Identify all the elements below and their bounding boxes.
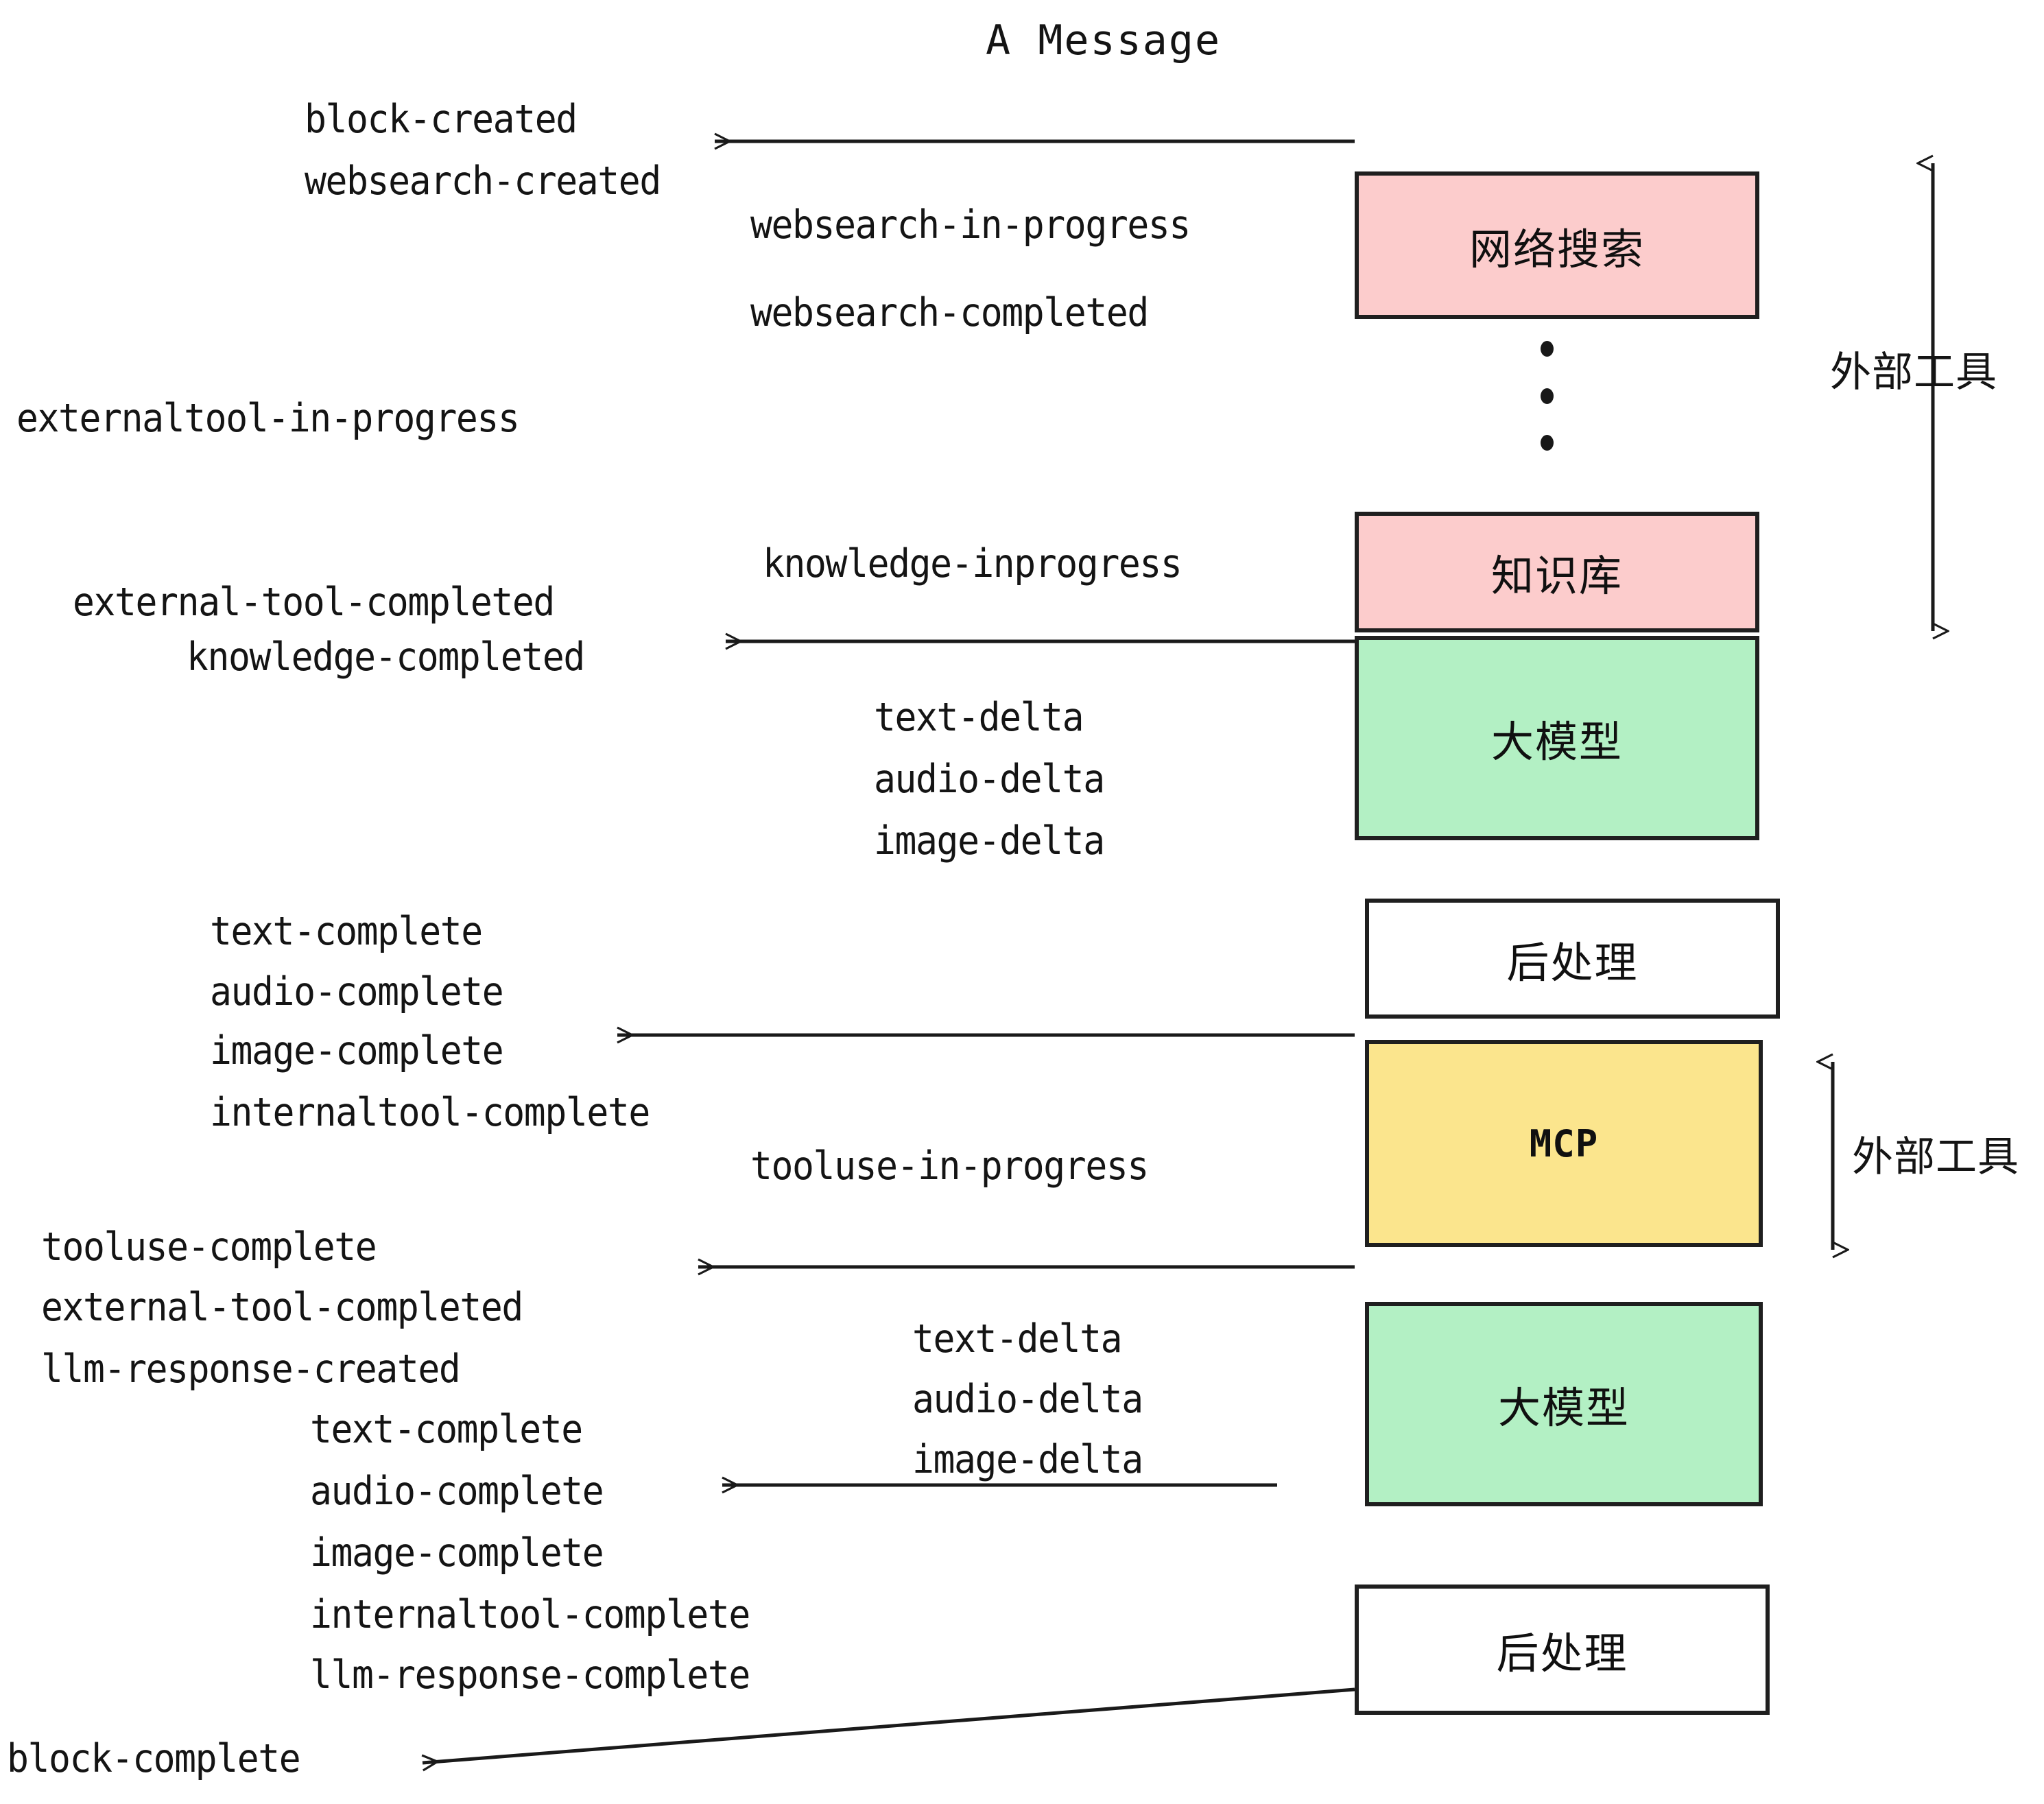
node-llm-top-label: 大模型 [1490, 717, 1623, 767]
event-websearch-completed: websearch-completed [750, 290, 1149, 335]
arrow-postprocess-to-block-complete [423, 1687, 1355, 1763]
event-image-complete-2: image-complete [310, 1530, 604, 1576]
node-postprocess-top-label: 后处理 [1506, 937, 1639, 988]
event-knowledge-completed: knowledge-completed [187, 634, 585, 680]
event-websearch-in-progress: websearch-in-progress [750, 202, 1191, 248]
node-mcp-label: MCP [1529, 1121, 1599, 1165]
node-mcp[interactable]: MCP [1365, 1040, 1763, 1247]
vertical-ellipsis [1540, 341, 1554, 451]
event-external-tool-completed-1: external-tool-completed [73, 580, 555, 625]
event-audio-complete-2: audio-complete [310, 1469, 604, 1514]
event-image-delta-1: image-delta [874, 818, 1105, 864]
event-websearch-created: websearch-created [305, 158, 661, 204]
node-websearch-label: 网络搜索 [1469, 224, 1645, 274]
event-audio-delta-1: audio-delta [874, 757, 1105, 802]
event-internaltool-complete-1: internaltool-complete [210, 1090, 650, 1135]
event-internaltool-complete-2: internaltool-complete [310, 1592, 750, 1637]
event-block-created: block-created [305, 97, 578, 142]
event-audio-delta-2: audio-delta [912, 1377, 1143, 1422]
event-llm-response-complete: llm-response-complete [310, 1652, 750, 1698]
event-llm-response-created: llm-response-created [41, 1346, 461, 1392]
node-llm-bottom[interactable]: 大模型 [1365, 1302, 1763, 1506]
event-image-complete-1: image-complete [210, 1028, 504, 1073]
external-tools-label-top: 外部工具 [1830, 348, 1997, 396]
node-websearch[interactable]: 网络搜索 [1355, 171, 1759, 319]
event-text-complete-2: text-complete [310, 1407, 583, 1452]
event-audio-complete-1: audio-complete [210, 969, 504, 1014]
diagram-title: A Message [986, 16, 1222, 64]
event-text-delta-1: text-delta [874, 695, 1084, 740]
event-tooluse-complete: tooluse-complete [41, 1224, 377, 1270]
event-text-delta-2: text-delta [912, 1316, 1123, 1362]
event-text-complete-1: text-complete [210, 909, 483, 954]
event-external-tool-completed-2: external-tool-completed [41, 1285, 523, 1330]
node-llm-top[interactable]: 大模型 [1355, 636, 1759, 840]
node-postprocess-bottom[interactable]: 后处理 [1355, 1585, 1770, 1715]
event-block-complete: block-complete [7, 1736, 301, 1781]
event-tooluse-in-progress: tooluse-in-progress [750, 1143, 1149, 1189]
event-externaltool-in-progress: externaltool-in-progress [16, 396, 520, 441]
event-image-delta-2: image-delta [912, 1437, 1143, 1482]
node-postprocess-top[interactable]: 后处理 [1365, 899, 1780, 1019]
node-knowledge[interactable]: 知识库 [1355, 512, 1759, 632]
node-llm-bottom-label: 大模型 [1497, 1383, 1630, 1433]
node-postprocess-bottom-label: 后处理 [1496, 1628, 1628, 1678]
external-tools-label-bottom: 外部工具 [1852, 1133, 2019, 1181]
event-knowledge-inprogress: knowledge-inprogress [763, 541, 1183, 586]
node-knowledge-label: 知识库 [1490, 551, 1623, 601]
